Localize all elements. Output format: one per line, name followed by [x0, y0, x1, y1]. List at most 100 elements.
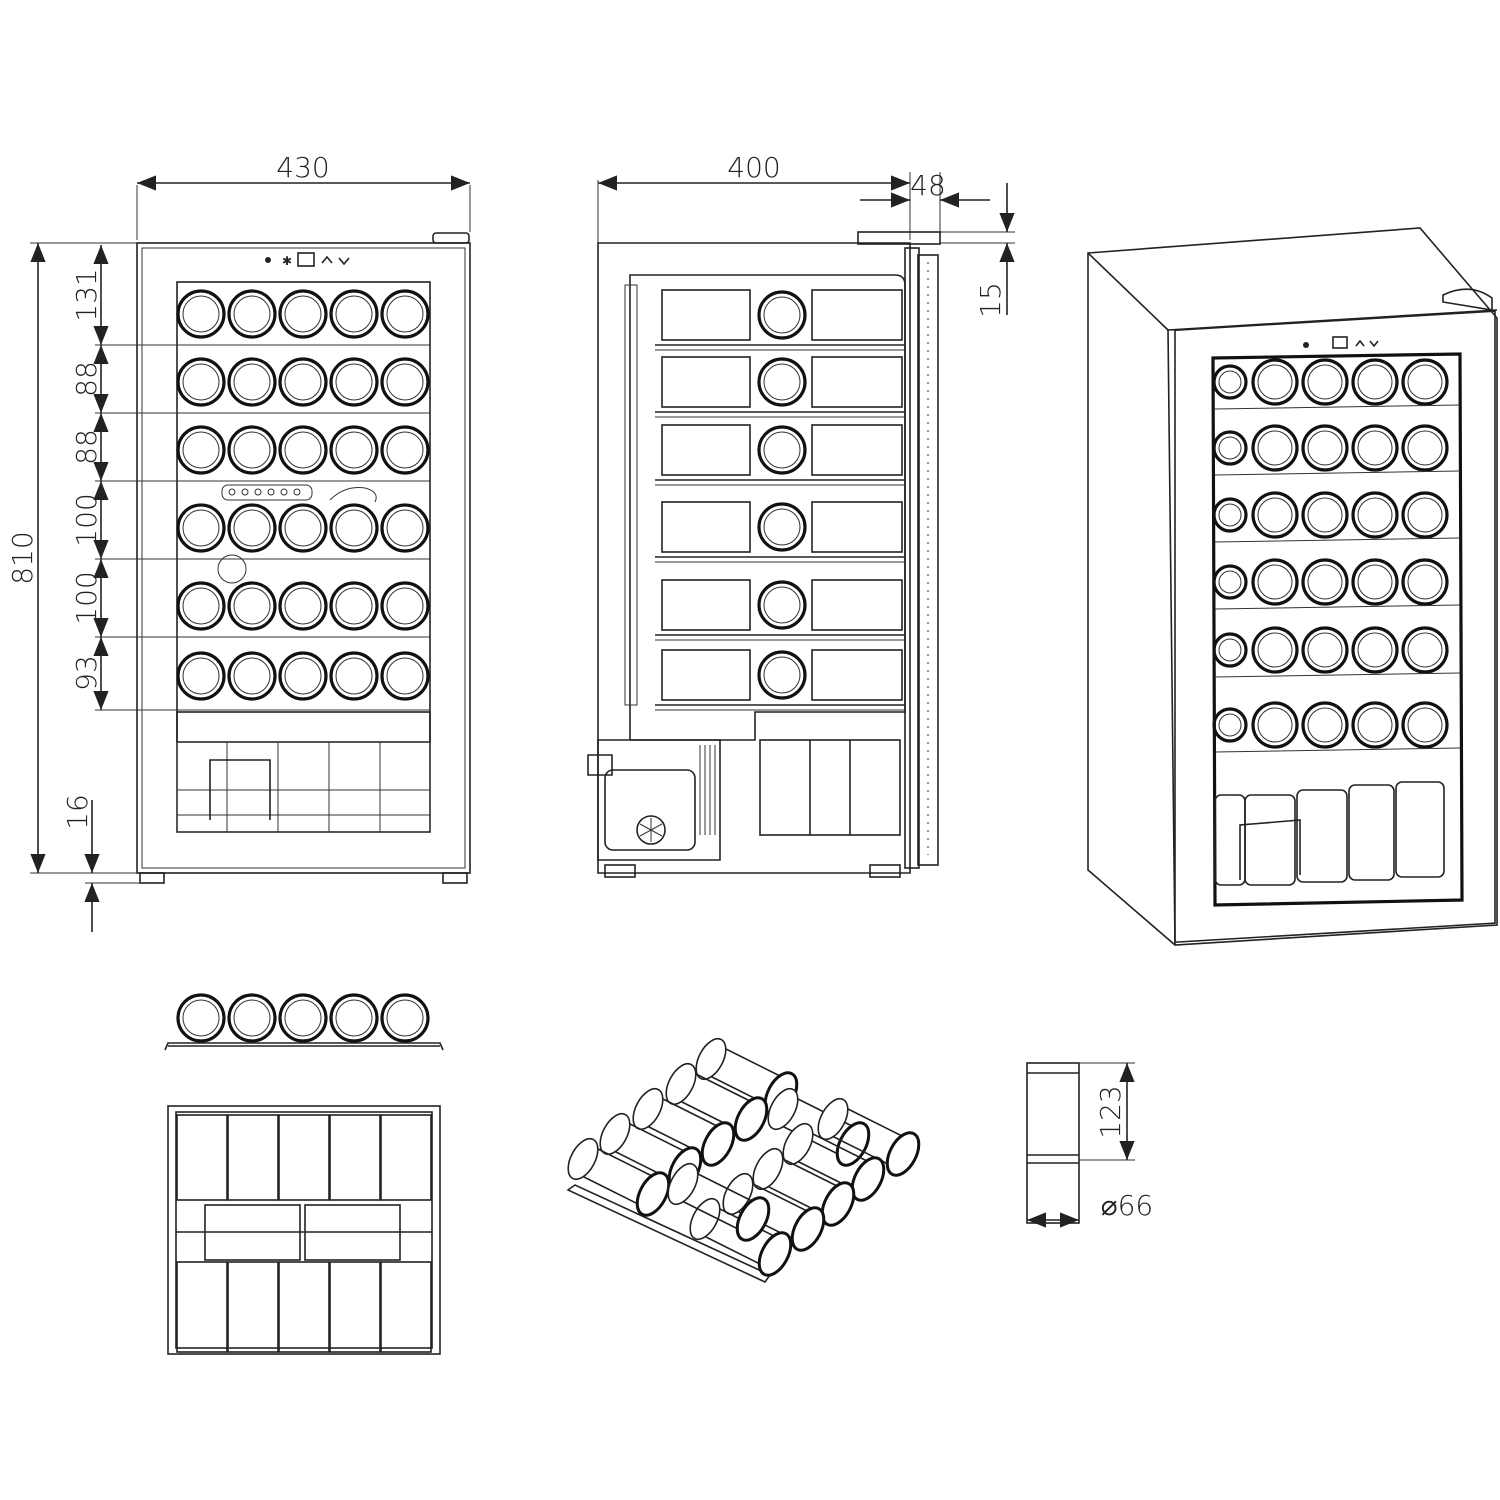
persp-can-2-2-rim: [1307, 497, 1343, 533]
persp-can-3-4: [1401, 558, 1449, 606]
persp-can-0-4-rim: [1407, 364, 1443, 400]
front-can-4-3: [329, 581, 379, 631]
detail-can-2: [278, 993, 328, 1043]
persp-can-1-2-rim: [1307, 430, 1343, 466]
front-can-4-2: [278, 581, 328, 631]
persp-can-1-0-rim: [1218, 436, 1242, 460]
side-can-right-3: [811, 501, 903, 553]
front-can-1-3: [329, 357, 379, 407]
top-can-b-0: [176, 1261, 228, 1353]
side-can-end-5: [757, 650, 807, 700]
persp-can-4-4-rim: [1407, 632, 1443, 668]
front-can-1-0-rim: [182, 363, 220, 401]
side-can-end-0-rim: [763, 296, 801, 334]
gap-dim-5: 100: [70, 571, 103, 624]
front-can-4-3-rim: [335, 587, 373, 625]
front-can-4-0-rim: [182, 587, 220, 625]
persp-can-5-1-rim: [1257, 707, 1293, 743]
front-can-1-4: [380, 357, 430, 407]
perspective-can-rows: [1212, 358, 1449, 749]
persp-can-2-3-rim: [1357, 497, 1393, 533]
gap-dim-3: 88: [70, 429, 103, 465]
front-can-3-4: [380, 503, 430, 553]
front-can-1-2: [278, 357, 328, 407]
iso-can-7: [782, 1122, 886, 1202]
persp-can-0-1: [1251, 358, 1299, 406]
front-can-4-2-rim: [284, 587, 322, 625]
persp-can-2-4: [1401, 491, 1449, 539]
persp-can-5-4-rim: [1407, 707, 1443, 743]
top-can-b-2: [278, 1261, 330, 1353]
persp-can-2-4-rim: [1407, 497, 1443, 533]
handle-depth-dimension: 48: [910, 169, 946, 202]
width-dimension: 430: [276, 151, 329, 184]
can-height-dimension: 123: [1094, 1085, 1127, 1138]
front-can-2-1: [227, 425, 277, 475]
persp-can-5-2: [1301, 701, 1349, 749]
persp-can-3-2-rim: [1307, 564, 1343, 600]
persp-can-5-0: [1212, 707, 1248, 743]
persp-can-4-1: [1251, 626, 1299, 674]
persp-can-1-2: [1301, 424, 1349, 472]
iso-can-2: [632, 1087, 736, 1167]
front-can-1-2-rim: [284, 363, 322, 401]
persp-can-3-4-rim: [1407, 564, 1443, 600]
front-can-2-0: [176, 425, 226, 475]
front-can-3-4-rim: [386, 509, 424, 547]
isometric-shelf: [566, 1037, 921, 1284]
detail-can-2-rim: [284, 999, 322, 1037]
persp-can-1-4-rim: [1407, 430, 1443, 466]
top-can-b-1: [227, 1261, 279, 1353]
shelf-detail-top: [167, 1105, 441, 1355]
persp-can-5-3-rim: [1357, 707, 1393, 743]
front-can-3-3-rim: [335, 509, 373, 547]
persp-can-4-0: [1212, 632, 1248, 668]
persp-can-2-1-rim: [1257, 497, 1293, 533]
side-can-right-0: [811, 289, 903, 341]
iso-can-1: [665, 1062, 769, 1142]
persp-can-4-4: [1401, 626, 1449, 674]
persp-shelf-5: [1214, 747, 1461, 753]
side-can-end-2: [757, 425, 807, 475]
front-can-2-2: [278, 425, 328, 475]
persp-can-3-1-rim: [1257, 564, 1293, 600]
front-can-1-3-rim: [335, 363, 373, 401]
iso-can-11: [667, 1162, 771, 1242]
side-can-right-1: [811, 356, 903, 408]
perspective-control-panel: [1303, 336, 1379, 349]
front-can-4-1-rim: [233, 587, 271, 625]
side-can-end-4-rim: [763, 586, 801, 624]
front-view: 430 ✱: [6, 151, 471, 932]
front-can-0-4-rim: [386, 295, 424, 333]
side-can-left-2: [661, 424, 751, 476]
gap-dim-1: 131: [70, 268, 103, 321]
gap-dim-6: 93: [70, 655, 103, 691]
persp-can-4-3: [1351, 626, 1399, 674]
persp-can-0-1-rim: [1257, 364, 1293, 400]
depth-dimension: 400: [727, 151, 780, 184]
can-diameter-dimension: ⌀66: [1101, 1189, 1154, 1222]
height-dimension: 810: [6, 531, 39, 584]
top-can-a-3: [329, 1114, 381, 1201]
persp-can-0-2-rim: [1307, 364, 1343, 400]
persp-can-1-0: [1212, 430, 1248, 466]
front-can-5-3: [329, 651, 379, 701]
persp-can-5-3: [1351, 701, 1399, 749]
compressor: [587, 739, 901, 878]
front-can-0-0-rim: [182, 295, 220, 333]
can-dimension-detail: 123 ⌀66: [1026, 1062, 1154, 1228]
persp-can-2-0-rim: [1218, 503, 1242, 527]
detail-can-1-rim: [233, 999, 271, 1037]
persp-can-0-4: [1401, 358, 1449, 406]
detail-can-3: [329, 993, 379, 1043]
side-can-end-2-rim: [763, 431, 801, 469]
persp-can-0-3: [1351, 358, 1399, 406]
front-can-1-1-rim: [233, 363, 271, 401]
persp-can-4-2-rim: [1307, 632, 1343, 668]
top-offset-dimension: 15: [974, 282, 1007, 318]
front-can-4-4: [380, 581, 430, 631]
persp-can-4-3-rim: [1357, 632, 1393, 668]
side-can-end-5-rim: [763, 656, 801, 694]
persp-can-0-3-rim: [1357, 364, 1393, 400]
front-can-5-4: [380, 651, 430, 701]
